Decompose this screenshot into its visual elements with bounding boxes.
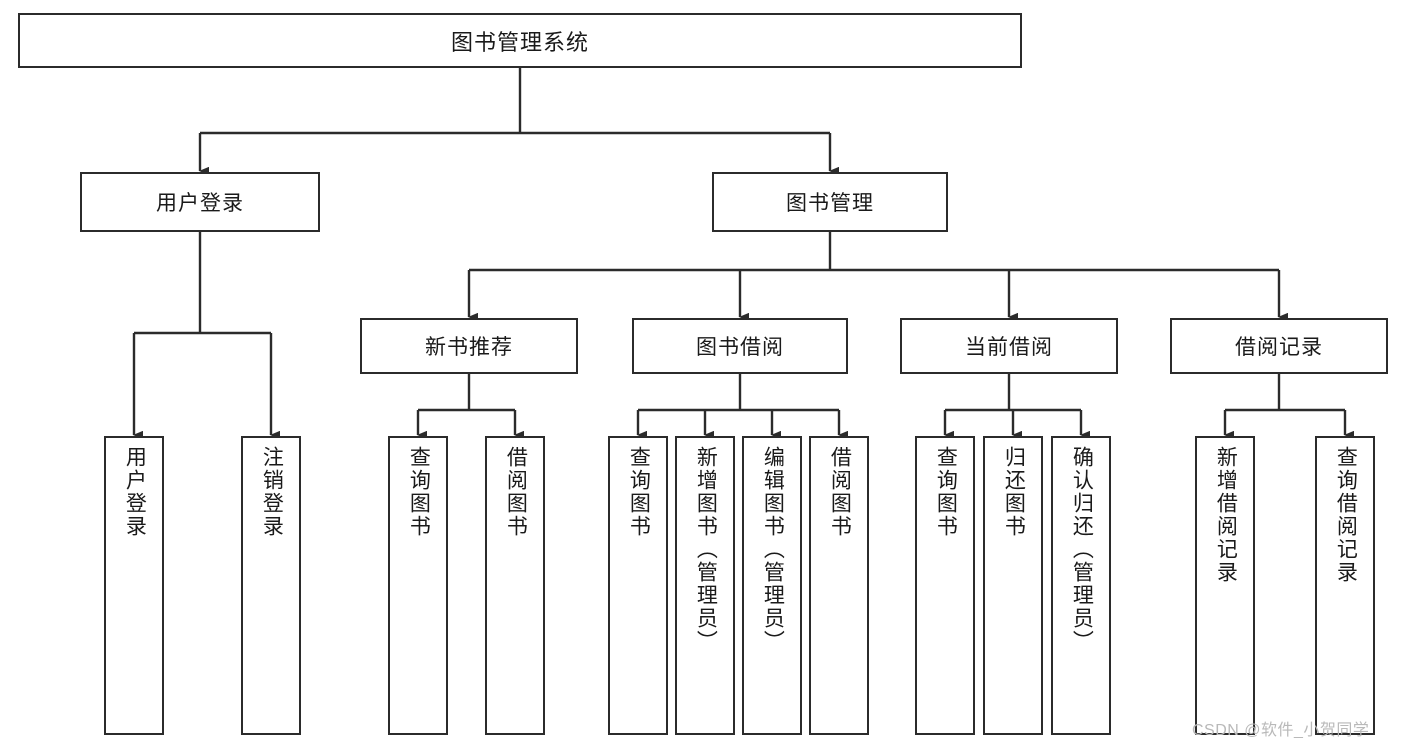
node-leaf-records-2[interactable]: 查询借阅记录 [1315, 436, 1375, 735]
node-label: 借阅记录 [1235, 336, 1323, 359]
node-leaf-borrow-4[interactable]: 借阅图书 [809, 436, 869, 735]
node-label: 确认归还（管理员） [1070, 446, 1094, 653]
node-label: 图书管理 [786, 192, 874, 215]
node-leaf-newbook-2[interactable]: 借阅图书 [485, 436, 545, 735]
csdn-watermark: CSDN @软件_小贺同学 [1192, 722, 1370, 739]
node-label: 当前借阅 [965, 336, 1053, 359]
node-label: 新增借阅记录 [1214, 446, 1238, 584]
node-records[interactable]: 借阅记录 [1170, 318, 1388, 374]
node-label: 查询图书 [934, 446, 958, 538]
node-leaf-borrow-3[interactable]: 编辑图书（管理员） [742, 436, 802, 735]
node-label: 图书管理系统 [450, 29, 589, 55]
node-label: 查询图书 [627, 446, 651, 538]
node-leaf-login-2[interactable]: 注销登录 [241, 436, 301, 735]
node-label: 编辑图书（管理员） [761, 446, 785, 653]
node-login[interactable]: 用户登录 [80, 172, 320, 232]
node-leaf-current-3[interactable]: 确认归还（管理员） [1051, 436, 1111, 735]
node-label: 注销登录 [260, 446, 284, 538]
node-bookmgmt[interactable]: 图书管理 [712, 172, 948, 232]
node-label: 借阅图书 [504, 446, 528, 538]
node-newbook[interactable]: 新书推荐 [360, 318, 578, 374]
node-borrow[interactable]: 图书借阅 [632, 318, 848, 374]
node-current[interactable]: 当前借阅 [900, 318, 1118, 374]
node-label: 用户登录 [156, 192, 244, 215]
node-leaf-newbook-1[interactable]: 查询图书 [388, 436, 448, 735]
node-leaf-borrow-2[interactable]: 新增图书（管理员） [675, 436, 735, 735]
node-leaf-borrow-1[interactable]: 查询图书 [608, 436, 668, 735]
node-leaf-current-2[interactable]: 归还图书 [983, 436, 1043, 735]
node-leaf-current-1[interactable]: 查询图书 [915, 436, 975, 735]
node-label: 图书借阅 [696, 336, 784, 359]
node-label: 用户登录 [123, 446, 147, 538]
node-root[interactable]: 图书管理系统 [18, 13, 1022, 68]
node-label: 借阅图书 [828, 446, 852, 538]
node-label: 查询借阅记录 [1334, 446, 1358, 584]
node-leaf-login-1[interactable]: 用户登录 [104, 436, 164, 735]
node-label: 归还图书 [1002, 446, 1026, 538]
node-leaf-records-1[interactable]: 新增借阅记录 [1195, 436, 1255, 735]
node-label: 新书推荐 [425, 336, 513, 359]
node-label: 查询图书 [407, 446, 431, 538]
node-label: 新增图书（管理员） [694, 446, 718, 653]
